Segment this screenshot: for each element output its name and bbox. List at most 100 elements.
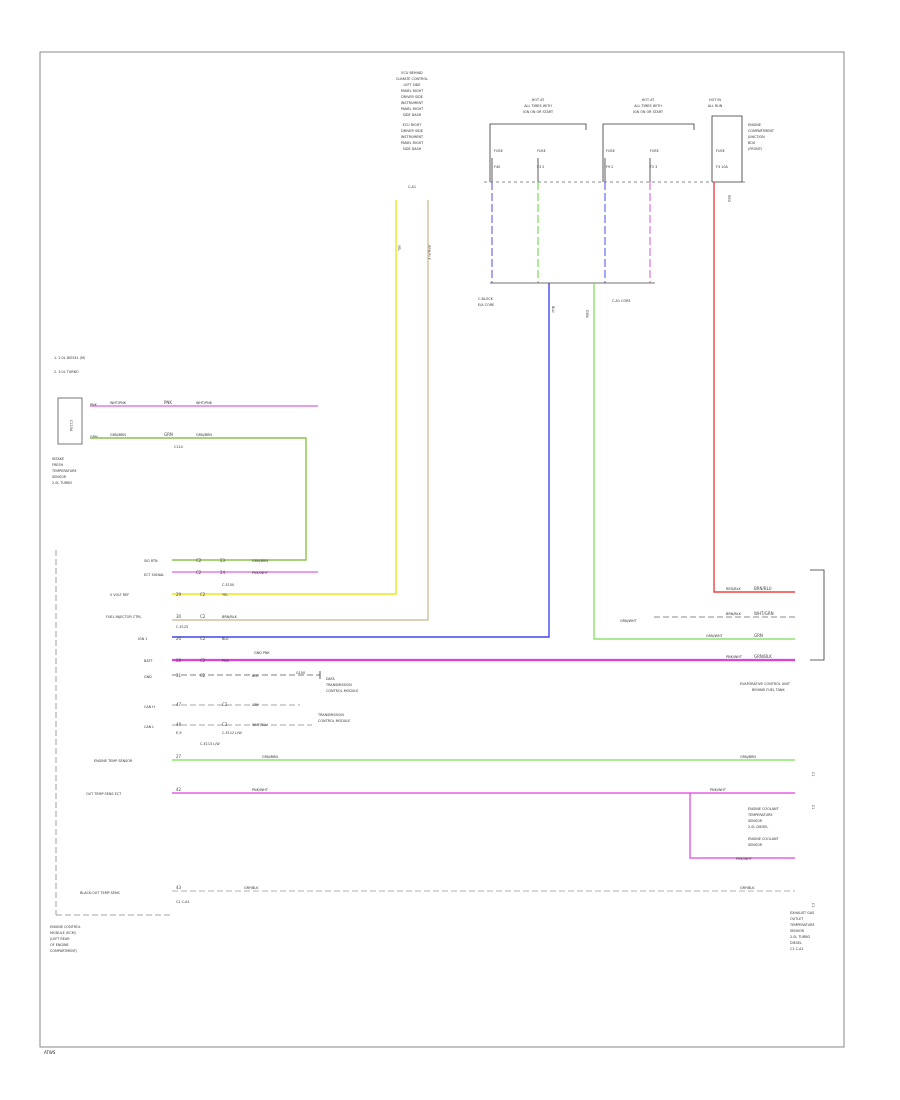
svg-text:INTAKE: INTAKE [52, 457, 64, 461]
svg-text:FUSE: FUSE [537, 149, 546, 153]
svg-text:OUT TEMP SENS ECT: OUT TEMP SENS ECT [86, 792, 122, 796]
svg-text:PNK/WHT: PNK/WHT [726, 655, 743, 659]
svg-text:(FRONT): (FRONT) [748, 147, 763, 151]
svg-text:BRN/BLK: BRN/BLK [222, 615, 238, 619]
svg-text:ENGINE COOLANT: ENGINE COOLANT [748, 807, 780, 811]
svg-text:BATT: BATT [144, 659, 153, 663]
svg-text:C1 C-A1: C1 C-A1 [790, 947, 804, 951]
svg-text:FUSE: FUSE [650, 149, 659, 153]
svg-text:F2 3: F2 3 [650, 165, 657, 169]
bottom-sensor: EXHAUST GAS OUTLET TEMPERATURE SENSOR 2.… [789, 911, 815, 951]
svg-text:ENGINE TEMP SENSOR: ENGINE TEMP SENSOR [94, 759, 133, 763]
svg-text:GRY/BLK: GRY/BLK [244, 886, 259, 890]
svg-text:PANEL RIGHT: PANEL RIGHT [401, 107, 424, 111]
svg-text:C-E150: C-E150 [222, 583, 234, 587]
svg-text:WHT/BLU: WHT/BLU [252, 723, 268, 727]
svg-text:BRN/BLU: BRN/BLU [754, 586, 772, 591]
right-module: RED/BLK BRN/BLK GRN/WHT PNK/WHT GRN/WHT … [620, 569, 825, 692]
svg-text:ALL RUN: ALL RUN [708, 104, 723, 108]
svg-text:F3 10A: F3 10A [716, 165, 728, 169]
svg-text:47: 47 [176, 702, 182, 707]
svg-text:GRY: GRY [252, 703, 260, 707]
ecm-pin-ign1: IGN 1 20 C2 BLU [138, 636, 229, 641]
ecm-pin-fuel-injector: FUEL INJECTOR CTRL 30 C2 BRN/BLK [106, 614, 238, 619]
svg-text:FUSE: FUSE [716, 149, 725, 153]
svg-text:F3 2: F3 2 [537, 165, 544, 169]
bottom-conn-label: C1 C-A1 [176, 900, 190, 904]
svg-text:20: 20 [176, 636, 182, 641]
svg-text:SENSOR: SENSOR [52, 475, 67, 479]
ground-label-2: GND PNK [254, 651, 270, 655]
svg-text:COMPARTMENT: COMPARTMENT [748, 129, 775, 133]
top-module-pin: C-A1 [408, 185, 416, 189]
svg-text:PNK/WHT: PNK/WHT [252, 788, 269, 792]
svg-text:RED/BLK: RED/BLK [726, 587, 741, 591]
splice-label-1: C-BLOCK [478, 297, 494, 301]
svg-text:FUEL INJECTOR CTRL: FUEL INJECTOR CTRL [106, 615, 142, 619]
svg-text:C2: C2 [196, 558, 202, 563]
ect-sensor: ENGINE COOLANT TEMPERATURE SENSOR 2.0L D… [736, 807, 780, 861]
svg-text:GRY/BLK: GRY/BLK [740, 886, 755, 890]
svg-text:C2: C2 [222, 722, 228, 727]
svg-text:2.0L TURBO: 2.0L TURBO [52, 481, 73, 485]
svg-text:PNK/WHT: PNK/WHT [252, 571, 269, 575]
svg-text:PNK: PNK [222, 659, 230, 663]
fuse-output-wires [491, 182, 651, 283]
svg-text:ENGINE COOLANT: ENGINE COOLANT [748, 837, 780, 841]
splice-label-2: E/A CORE [478, 303, 494, 307]
svg-text:CAN L: CAN L [144, 725, 154, 729]
svg-text:TRANSMISSION: TRANSMISSION [317, 713, 344, 717]
svg-text:PNK: PNK [164, 400, 172, 405]
svg-text:FUSE: FUSE [494, 149, 503, 153]
ground-symbol-1: G100 [296, 671, 321, 679]
svg-text:INSTRUMENT: INSTRUMENT [401, 101, 424, 105]
svg-text:HOT AT: HOT AT [642, 98, 655, 102]
svg-text:C2: C2 [200, 636, 206, 641]
svg-text:C1: C1 [811, 772, 815, 777]
svg-text:PNK/WHT: PNK/WHT [710, 788, 727, 792]
svg-text:PNK: PNK [90, 403, 98, 407]
svg-text:24: 24 [220, 570, 226, 575]
ecm-pin-can-h: CAN H 47 C2 GRY [144, 702, 260, 709]
svg-text:C1234: C1234 [69, 420, 73, 431]
svg-text:WHT/PNK: WHT/PNK [196, 401, 213, 405]
sensor-wire-blackout: BLACK-OUT TEMP SENS 43 GRY/BLK GRY/BLK C… [80, 885, 815, 908]
svg-text:48: 48 [176, 722, 182, 727]
svg-text:GRN: GRN [90, 435, 98, 439]
svg-text:ALL TIMES WITH: ALL TIMES WITH [634, 104, 662, 108]
svg-text:SIG RTN: SIG RTN [144, 559, 158, 563]
svg-text:BLK: BLK [252, 674, 259, 678]
svg-text:GRN/BRN: GRN/BRN [110, 433, 126, 437]
svg-text:C114: C114 [174, 445, 183, 449]
svg-text:WHT/PNK: WHT/PNK [110, 401, 127, 405]
svg-text:GRN/BLK: GRN/BLK [754, 654, 772, 659]
ecm-name: ENGINE CONTROL MODULE (ECM) (LEFT REAR O… [50, 925, 81, 953]
left-sensor: 1. 2.0L DIESEL (M) 2. 3.0L TURBO C1234 P… [51, 356, 318, 573]
fuse-block-1: HOT AT ALL TIMES WITH IGN ON OR START FU… [489, 98, 587, 182]
svg-text:GRN: GRN [754, 633, 763, 638]
svg-text:C2: C2 [200, 614, 206, 619]
svg-text:SENSOR: SENSOR [790, 929, 805, 933]
svg-text:SIDE DASH: SIDE DASH [403, 147, 422, 151]
fuse-block-2: HOT AT ALL TIMES WITH IGN ON OR START FU… [602, 98, 695, 182]
svg-text:IGN ON OR START: IGN ON OR START [633, 110, 664, 114]
svg-text:23: 23 [220, 558, 226, 563]
svg-text:42: 42 [176, 787, 182, 792]
svg-text:ECT SIGNAL: ECT SIGNAL [144, 573, 164, 577]
svg-text:27: 27 [176, 754, 182, 759]
svg-text:DRIVER SIDE: DRIVER SIDE [401, 129, 423, 133]
svg-text:(LEFT REAR: (LEFT REAR [50, 937, 70, 941]
svg-text:28: 28 [176, 658, 182, 663]
top-wire-2-label: BRN/BLK [427, 245, 431, 261]
footer-code: ATWS [44, 1050, 56, 1055]
svg-text:GRN/WHT: GRN/WHT [706, 634, 724, 638]
svg-text:FUSE: FUSE [606, 149, 615, 153]
svg-text:PNK/WHT: PNK/WHT [736, 857, 753, 861]
svg-text:C2: C2 [222, 702, 228, 707]
svg-text:29: 29 [176, 592, 182, 597]
top-module-a: ECU BEHIND CLIMATE CONTROL LEFT SIDE PAN… [396, 71, 431, 261]
svg-text:BRN/BLK: BRN/BLK [726, 612, 742, 616]
ecm-pin-5v-ref: 5 VOLT REF 29 C2 YEL [110, 592, 228, 597]
fuse-block-3: HOT IN ALL RUN FUSE F3 10A ENGINE COMPAR… [708, 98, 775, 202]
